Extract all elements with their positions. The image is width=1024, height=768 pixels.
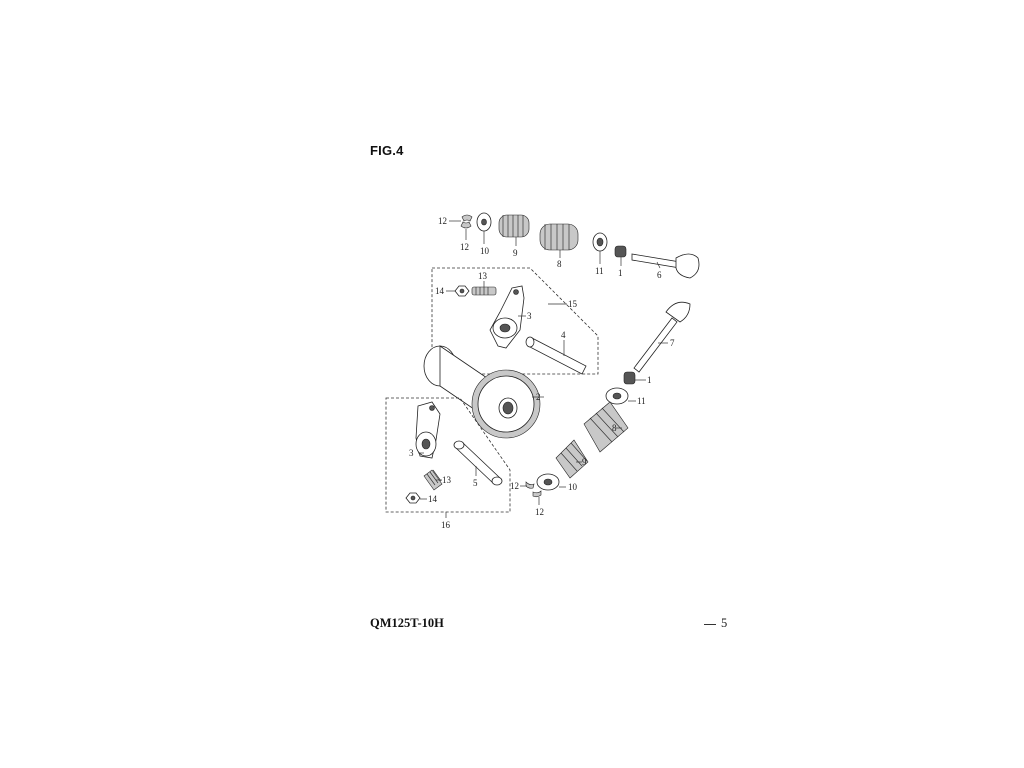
callout-11-top: 11: [595, 266, 604, 276]
adjusting-screw-lower: [423, 469, 443, 491]
valve-stem-seal-mid: [623, 371, 636, 385]
callout-12-low-a: 12: [510, 481, 519, 491]
rocker-arm-shaft-upper: [525, 336, 587, 375]
callout-8-top: 8: [557, 259, 562, 269]
callout-14-lower: 14: [428, 494, 438, 504]
rocker-arm-assy-box-lower: [385, 397, 511, 513]
callout-13-lower: 13: [442, 475, 452, 485]
rocker-arm-upper: [489, 285, 525, 349]
outer-valve-spring-top: [539, 223, 579, 251]
model-number: QM125T-10H: [370, 616, 444, 630]
callout-5: 5: [473, 478, 478, 488]
callout-9-mid: 9: [582, 457, 587, 467]
intake-valve: [633, 301, 691, 373]
exhaust-valve: [631, 253, 700, 279]
page-number: 5: [704, 616, 727, 631]
lock-nut-lower: [405, 492, 421, 504]
callout-1-mid: 1: [647, 375, 652, 385]
inner-valve-spring-mid: [555, 439, 589, 479]
callout-10-top: 10: [480, 246, 490, 256]
adjusting-screw-upper: [471, 286, 497, 296]
camshaft: [423, 345, 541, 439]
spring-seat-mid: [605, 387, 629, 405]
callout-3-lower: 3: [409, 448, 414, 458]
inner-valve-spring-top: [498, 214, 530, 238]
rocker-arm-assy-box-upper: [431, 267, 599, 375]
valve-spring-retainer-top: [476, 212, 492, 232]
callout-1-top: 1: [618, 268, 623, 278]
callout-11-mid: 11: [637, 396, 646, 406]
valve-spring-retainer-low: [536, 473, 560, 491]
callout-16: 16: [441, 520, 451, 530]
callout-12-top-a: 12: [438, 216, 447, 226]
callout-7: 7: [670, 338, 675, 348]
rocker-arm-lower: [415, 401, 441, 459]
callout-15: 15: [568, 299, 578, 309]
valve-cotter-top: [460, 214, 473, 229]
lock-nut-upper: [454, 285, 470, 297]
spring-seat-top: [592, 232, 608, 252]
callout-4: 4: [561, 330, 566, 340]
callout-14-upper: 14: [435, 286, 445, 296]
callout-13-upper: 13: [478, 271, 488, 281]
callout-12-low-b: 12: [535, 507, 544, 517]
page-number-value: 5: [721, 616, 728, 630]
valve-cotter-low: [525, 481, 542, 498]
callout-2: 2: [536, 392, 541, 402]
page-dash: [704, 623, 716, 625]
figure-title: FIG.4: [370, 143, 404, 158]
rocker-arm-shaft-lower: [453, 440, 503, 486]
callout-8-mid: 8: [612, 423, 617, 433]
callout-9-top: 9: [513, 248, 518, 258]
callout-6: 6: [657, 270, 662, 280]
leader-6: [656, 261, 661, 269]
callout-10-low: 10: [568, 482, 578, 492]
callout-3-upper: 3: [527, 311, 532, 321]
outer-valve-spring-mid: [583, 401, 629, 453]
valve-stem-seal-top: [614, 245, 627, 258]
callout-12-top-b: 12: [460, 242, 469, 252]
